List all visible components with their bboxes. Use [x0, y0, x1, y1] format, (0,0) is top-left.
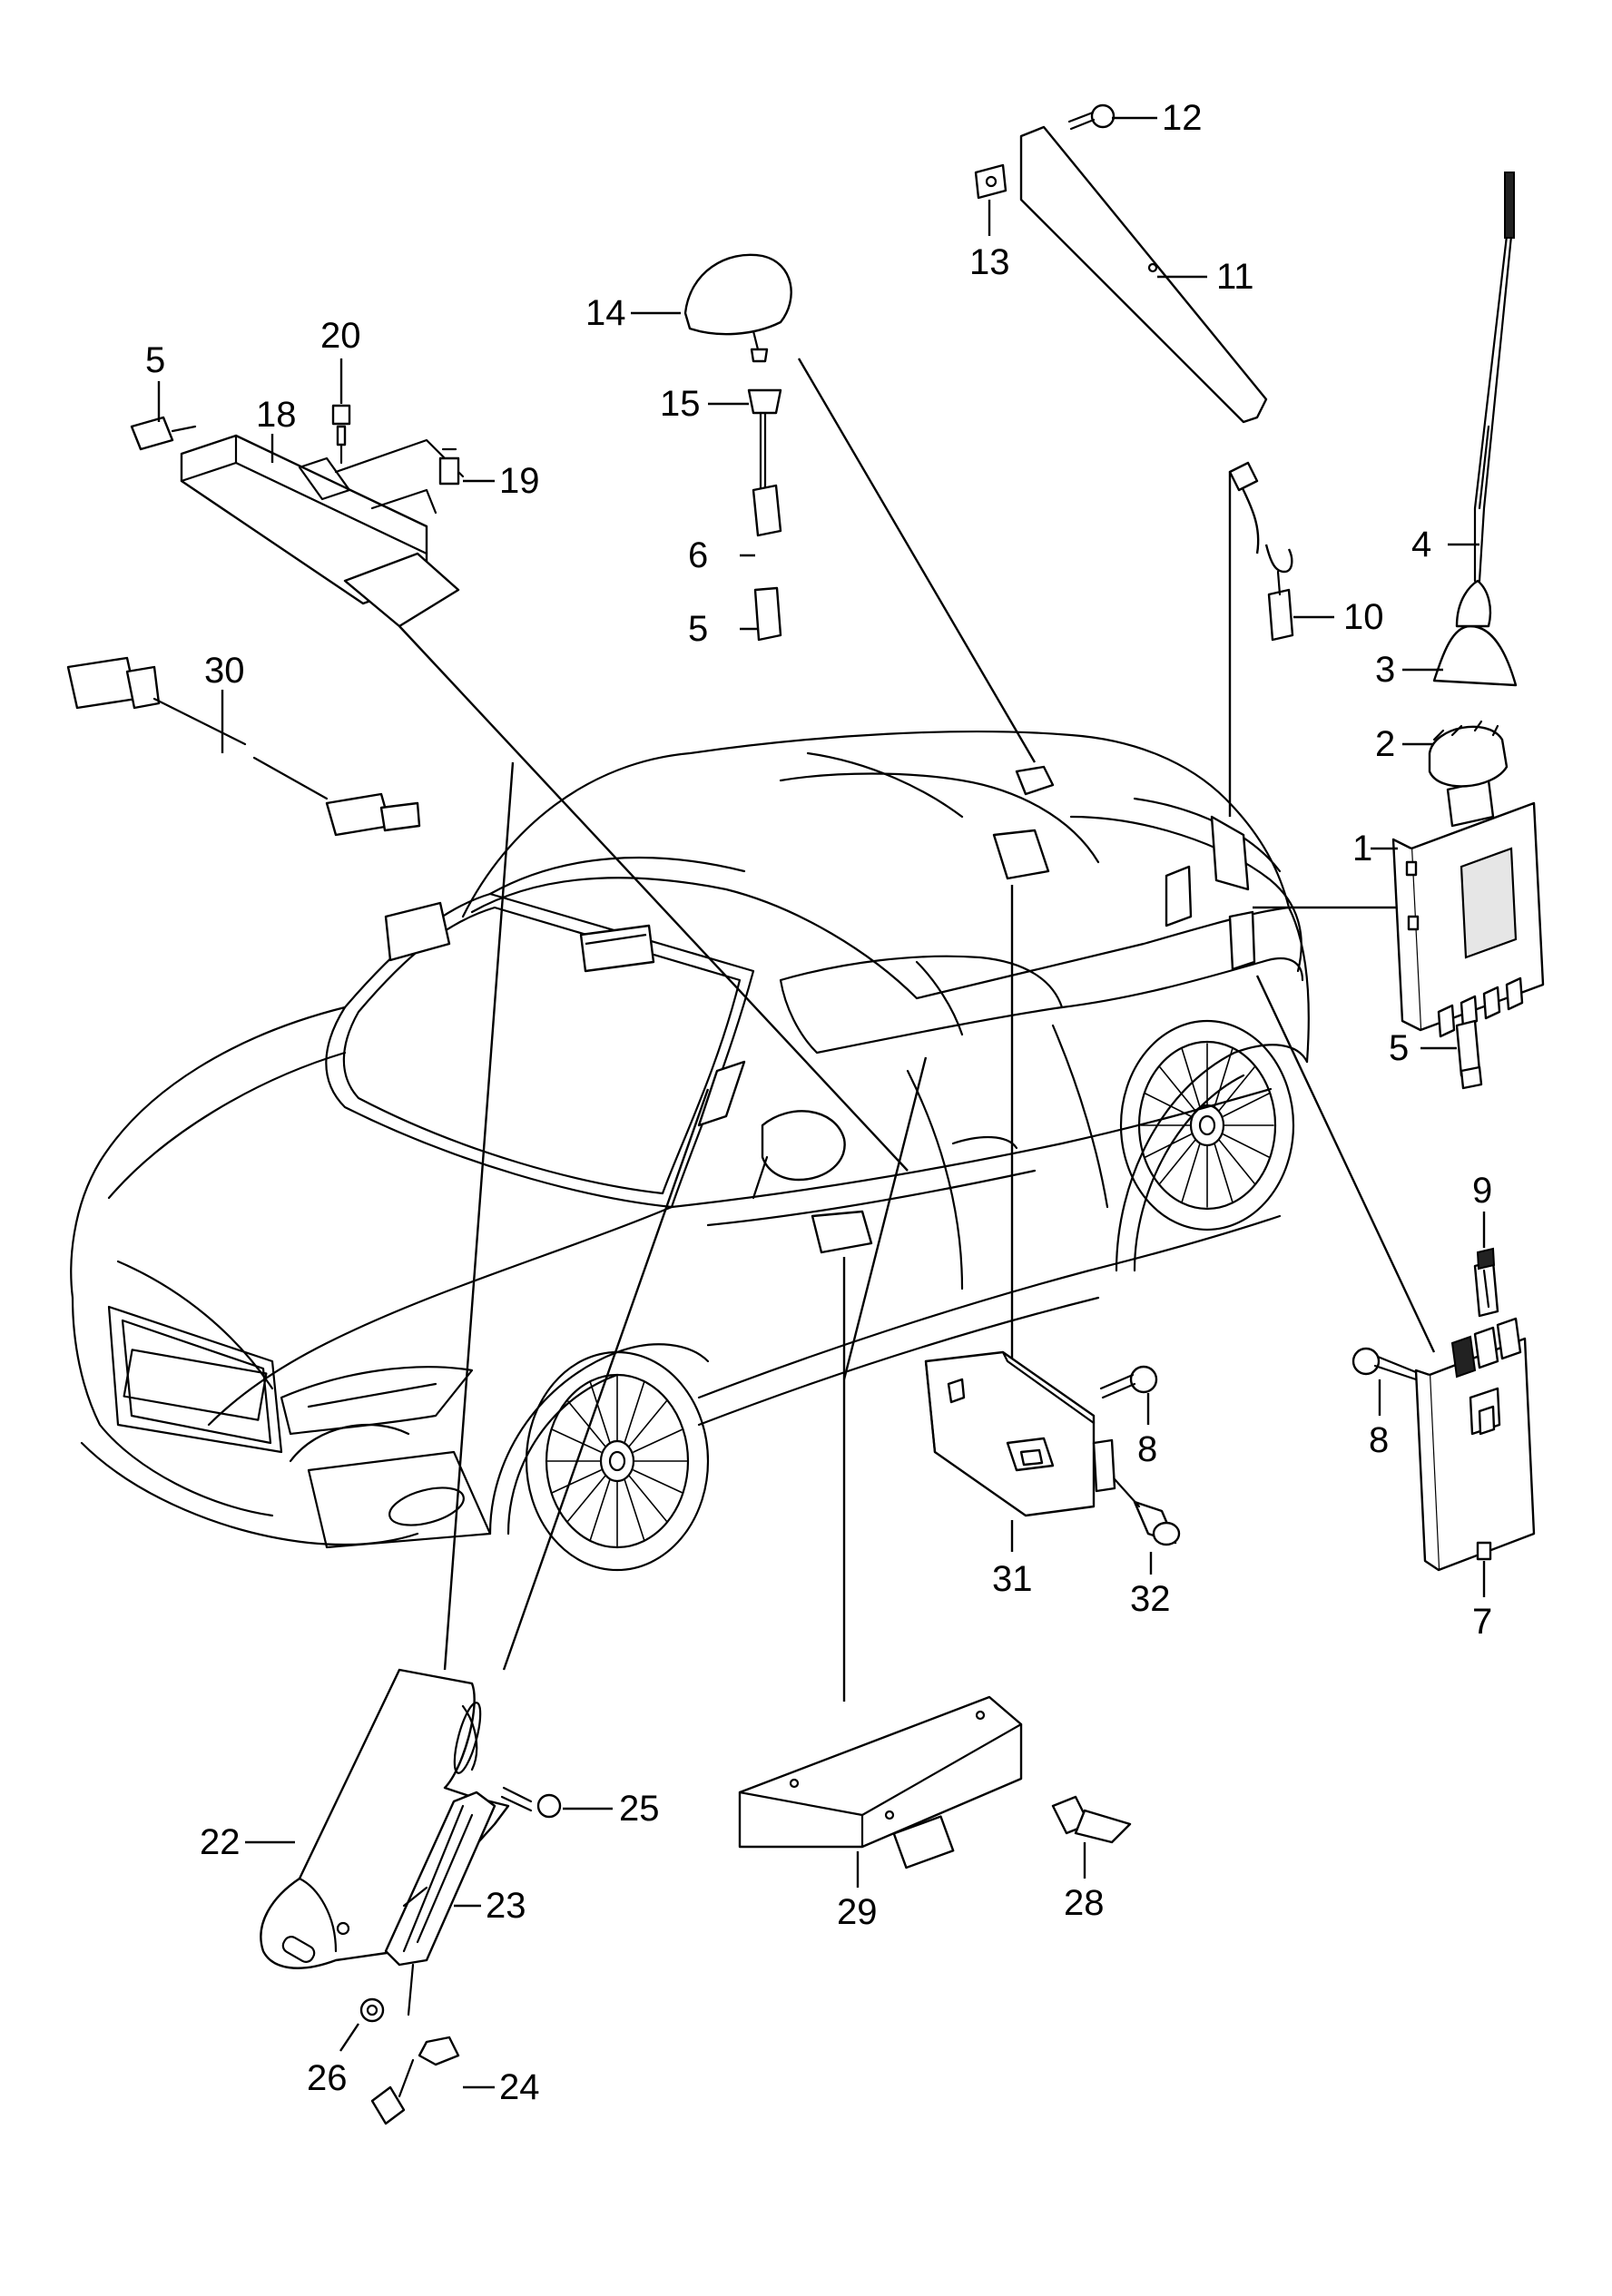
callout-22: 22 [200, 1822, 241, 1862]
callout-20: 20 [320, 316, 361, 356]
amplifier-unit-1 [1391, 801, 1545, 1038]
callout-10: 10 [1343, 597, 1384, 637]
callout-11: 11 [1216, 257, 1254, 297]
connector-plug-5-left [130, 416, 197, 451]
callout-31: 31 [992, 1559, 1033, 1599]
callout-25: 25 [619, 1789, 660, 1829]
callout-26: 26 [307, 2058, 348, 2098]
callout-8a: 8 [1137, 1429, 1157, 1469]
callout-14: 14 [585, 293, 626, 333]
callout-23: 23 [486, 1886, 526, 1926]
control-unit-31 [924, 1350, 1116, 1517]
callout-8b: 8 [1369, 1420, 1389, 1460]
rear-wheel [1119, 1019, 1295, 1231]
control-unit-7 [1414, 1317, 1536, 1572]
bolt-12 [1067, 103, 1116, 131]
callout-6: 6 [688, 535, 708, 575]
roof-fin-antenna-icon [683, 253, 792, 363]
antenna-amplifier-18 [180, 434, 465, 628]
connector-plug-6 [752, 484, 782, 537]
connector-plug-10 [1264, 544, 1294, 642]
connector-plug-28 [1051, 1795, 1132, 1844]
front-wheel [525, 1350, 710, 1572]
callout-24: 24 [499, 2067, 540, 2107]
callout-4: 4 [1411, 525, 1431, 564]
callout-12: 12 [1162, 98, 1203, 138]
leader-lines [398, 358, 1436, 1702]
car-body-icon [70, 730, 1310, 1572]
callout-2: 2 [1375, 724, 1395, 764]
control-unit-box-icon [738, 1695, 1023, 1869]
cable-30 [66, 656, 421, 837]
callout-9: 9 [1472, 1171, 1492, 1211]
connector-plug-32 [1113, 1477, 1181, 1546]
bracket-22 [260, 1668, 510, 1969]
nut-icon [359, 1997, 460, 2066]
connector-plug-5-top [753, 586, 782, 642]
callout-30: 30 [204, 651, 245, 691]
callout-28: 28 [1064, 1883, 1105, 1923]
callout-19: 19 [499, 461, 540, 501]
rod-antenna-icon [1428, 172, 1518, 828]
grommet-15 [747, 388, 782, 492]
bolt-icon [1099, 1347, 1418, 1399]
bolt-25 [500, 1786, 562, 1819]
callout-3: 3 [1375, 650, 1395, 690]
bolt-19 [438, 447, 460, 486]
connector-plug-9 [1473, 1247, 1499, 1318]
callout-5a: 5 [145, 340, 165, 380]
callout-15: 15 [660, 384, 701, 424]
callout-32: 32 [1130, 1579, 1171, 1619]
clip-13 [974, 163, 1008, 200]
window-antenna-11 [1019, 125, 1268, 492]
connector-plug-icon [1455, 1019, 1483, 1090]
callout-18: 18 [256, 395, 297, 435]
callout-7: 7 [1472, 1602, 1492, 1642]
antenna-module-23 [384, 1791, 496, 2016]
bolt-20 [331, 404, 351, 465]
connector-plug-24 [370, 2058, 415, 2125]
callout-1: 1 [1352, 829, 1372, 868]
callout-29: 29 [837, 1892, 878, 1932]
callout-5c: 5 [1389, 1028, 1409, 1068]
callout-13: 13 [969, 242, 1010, 282]
callouts: 1 2 3 4 5 5 5 6 7 8 8 9 10 11 12 13 14 [145, 98, 1492, 2107]
callout-5b: 5 [688, 609, 708, 649]
